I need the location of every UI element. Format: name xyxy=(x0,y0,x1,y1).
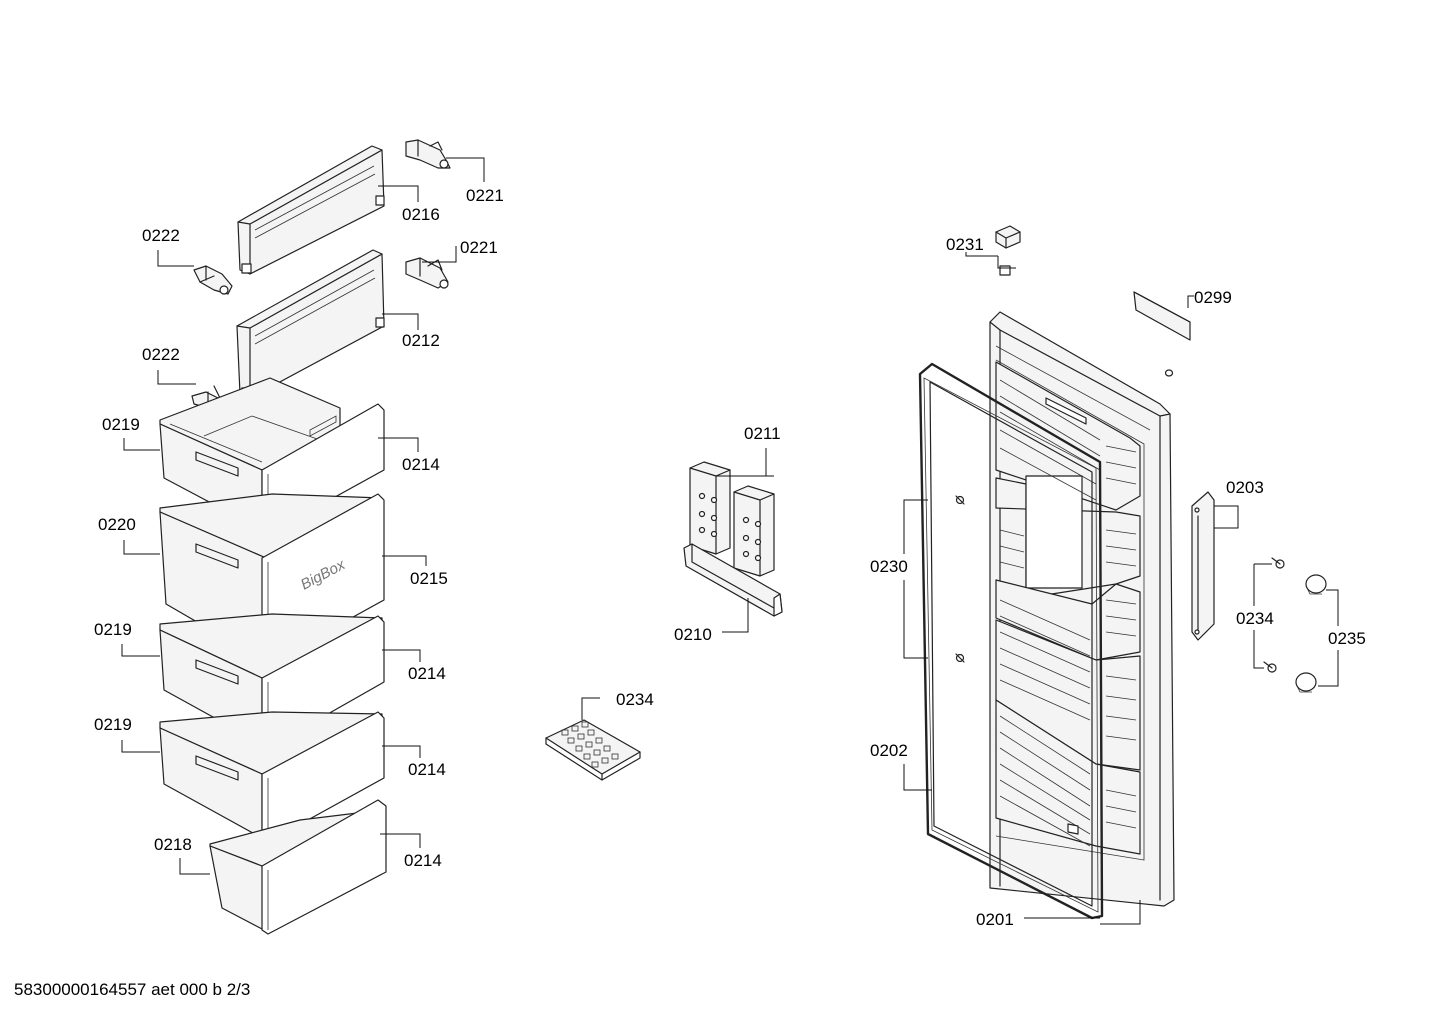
callout-0201: 0201 xyxy=(976,910,1014,929)
callout-0219-third: 0219 xyxy=(94,715,132,734)
cold-pack-0211-right xyxy=(733,485,775,577)
callout-0234-tray: 0234 xyxy=(616,690,654,709)
callout-0218: 0218 xyxy=(154,835,192,854)
freezer-flap-0216 xyxy=(237,145,385,275)
callout-0219-second: 0219 xyxy=(94,620,132,639)
drawer-0214-third xyxy=(159,711,385,843)
door-stop-plug xyxy=(1164,369,1174,377)
callout-0221-top: 0221 xyxy=(466,186,504,205)
callout-0221-lower: 0221 xyxy=(460,238,498,257)
label-plate-0299 xyxy=(1133,291,1191,341)
callout-0230: 0230 xyxy=(870,557,908,576)
flap-hinge-0221-lower xyxy=(405,257,449,289)
callout-0299: 0299 xyxy=(1194,288,1232,307)
callout-0214-third: 0214 xyxy=(408,760,446,779)
door-handle-0203 xyxy=(1191,491,1215,641)
callout-0202: 0202 xyxy=(870,741,908,760)
door-0201 xyxy=(989,311,1175,907)
handle-screws-0234 xyxy=(1263,557,1285,673)
ice-cube-tray-0234 xyxy=(545,719,641,781)
callout-0222-lower: 0222 xyxy=(142,345,180,364)
hinge-cover-0231 xyxy=(995,225,1021,276)
callout-0222-upper: 0222 xyxy=(142,226,180,245)
freezer-flap-0212 xyxy=(236,249,385,399)
callout-0214-first: 0214 xyxy=(402,455,440,474)
door-gasket-0202 xyxy=(918,362,1104,920)
callout-0231: 0231 xyxy=(946,235,984,254)
cold-pack-0211-left xyxy=(689,461,731,555)
flap-hinge-0222-upper xyxy=(193,265,233,295)
gasket-screws-0230 xyxy=(955,495,965,663)
callout-0214-fourth: 0214 xyxy=(404,851,442,870)
callout-0235: 0235 xyxy=(1328,629,1366,648)
callout-0219-first: 0219 xyxy=(102,415,140,434)
callout-0214-second: 0214 xyxy=(408,664,446,683)
leader-lines xyxy=(121,157,1339,925)
callout-0215: 0215 xyxy=(410,569,448,588)
document-reference-footer: 58300000164557 aet 000 b 2/3 xyxy=(14,980,251,999)
flap-hinge-0221-top xyxy=(405,139,451,169)
screw-caps-0235 xyxy=(1295,574,1327,693)
drawer-0218-bottom xyxy=(209,799,387,935)
callout-0216: 0216 xyxy=(402,205,440,224)
callout-0203: 0203 xyxy=(1226,478,1264,497)
callout-0220: 0220 xyxy=(98,515,136,534)
callout-0212: 0212 xyxy=(402,331,440,350)
callout-0211: 0211 xyxy=(744,424,781,443)
callout-0210: 0210 xyxy=(674,625,712,644)
callout-0234-screws: 0234 xyxy=(1236,609,1274,628)
cold-pack-holder-0210 xyxy=(683,543,783,617)
